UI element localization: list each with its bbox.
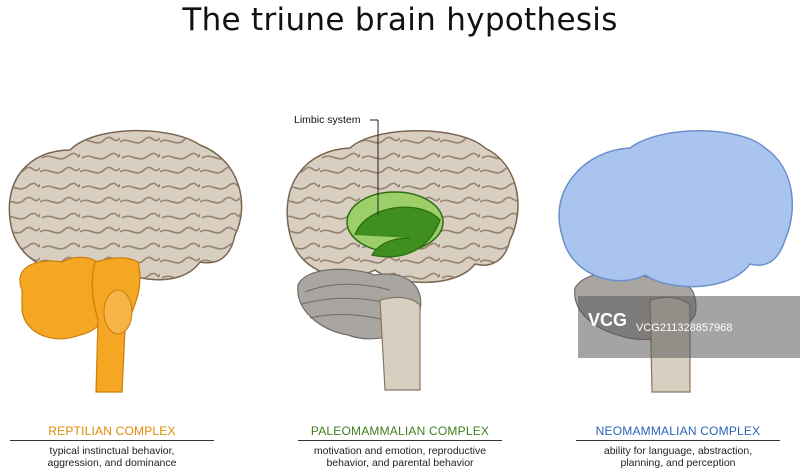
caption-reptilian: REPTILIAN COMPLEX typical instinctual be…: [2, 424, 222, 469]
limbic-system-label: Limbic system: [294, 114, 361, 126]
description-line: planning, and perception: [620, 457, 736, 469]
description-line: aggression, and dominance: [47, 457, 177, 469]
brain-paleomammalian: [286, 119, 519, 391]
watermark-text: VCG211328857968: [636, 322, 733, 334]
page-title: The triune brain hypothesis: [182, 2, 618, 38]
caption-heading: REPTILIAN COMPLEX: [10, 424, 214, 441]
brain-reptilian: [8, 129, 243, 393]
caption-neomammalian: NEOMAMMALIAN COMPLEX ability for languag…: [568, 424, 788, 469]
description-line: motivation and emotion, reproductive: [313, 445, 487, 457]
caption-heading: PALEOMAMMALIAN COMPLEX: [298, 424, 502, 441]
description-line: ability for language, abstraction,: [603, 445, 753, 457]
brainstem-shape: [379, 296, 421, 391]
caption-description: motivation and emotion, reproductive beh…: [290, 445, 510, 469]
description-line: typical instinctual behavior,: [49, 445, 175, 457]
watermark: VCG VCG211328857968: [578, 296, 800, 358]
caption-description: ability for language, abstraction, plann…: [568, 445, 788, 469]
reptilian-pons: [103, 289, 133, 335]
neocortex-region: [558, 130, 794, 288]
caption-description: typical instinctual behavior, aggression…: [2, 445, 222, 469]
description-line: behavior, and parental behavior: [326, 457, 474, 469]
caption-paleomammalian: PALEOMAMMALIAN COMPLEX motivation and em…: [290, 424, 510, 469]
caption-heading: NEOMAMMALIAN COMPLEX: [576, 424, 780, 441]
watermark-logo: VCG: [588, 310, 628, 330]
